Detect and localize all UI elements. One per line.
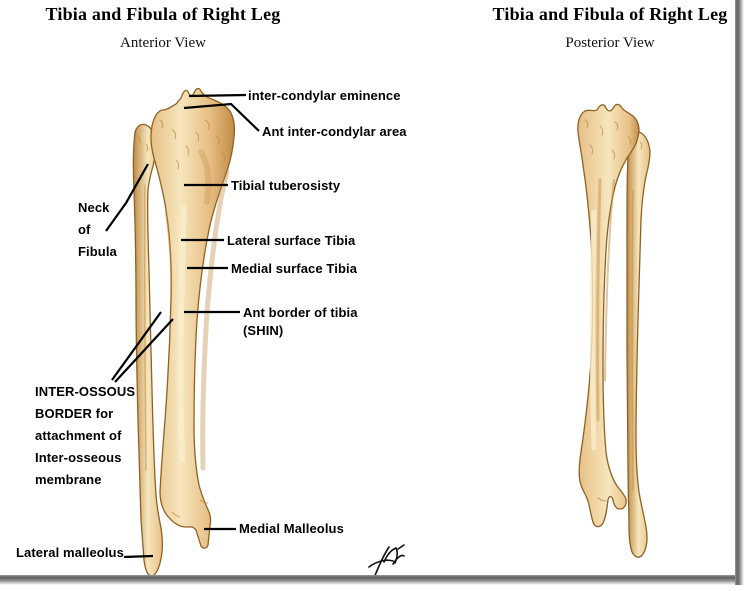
label-neck-of-fibula: Neck of Fibula [78, 197, 117, 263]
posterior-view-illustration [577, 103, 651, 558]
label-interosseous-border: INTER-OSSOUS BORDER for attachment of In… [35, 381, 135, 491]
label-lateral-malleolus: Lateral malleolus [16, 545, 124, 560]
anterior-title-block: Tibia and Fibula of Right Leg Anterior V… [18, 4, 308, 52]
leader-line-ant-area [183, 102, 260, 132]
tibia-anterior [150, 87, 236, 549]
posterior-panel-subtitle: Posterior View [565, 35, 655, 51]
label-intercondylar-eminence: inter-condylar eminence [248, 88, 401, 103]
label-ant-border-line2: (SHIN) [243, 323, 284, 338]
leader-line-neck-of-fibula [105, 163, 149, 232]
anterior-view-illustration [132, 87, 236, 577]
artist-signature-icon [368, 544, 405, 580]
label-neck-line2: of [78, 222, 91, 237]
anterior-panel-title: Tibia and Fibula of Right Leg [45, 4, 281, 24]
posterior-bone-texture [584, 119, 643, 502]
fibula-posterior [626, 131, 651, 558]
label-interosseous-line5: membrane [35, 472, 102, 487]
leader-lines [105, 93, 260, 559]
label-interosseous-line4: Inter-osseous [35, 450, 122, 465]
leader-line-eminence [188, 93, 247, 98]
label-ant-border-of-tibia: Ant border of tibia (SHIN) [243, 304, 358, 340]
leader-line-interosseous-2 [114, 318, 174, 383]
frame-shadow-right [735, 0, 744, 585]
label-interosseous-line3: attachment of [35, 428, 122, 443]
label-neck-line3: Fibula [78, 244, 117, 259]
leader-line-interosseous-1 [111, 311, 162, 381]
label-interosseous-line2: BORDER for [35, 406, 114, 421]
posterior-panel-title: Tibia and Fibula of Right Leg [492, 4, 728, 24]
label-lateral-surface-tibia: Lateral surface Tibia [227, 233, 356, 248]
fibula-anterior [132, 123, 164, 577]
label-neck-line1: Neck [78, 200, 110, 215]
label-interosseous-line1: INTER-OSSOUS [35, 384, 136, 399]
frame-shadow-bottom [0, 575, 742, 585]
label-ant-intercondylar-area: Ant inter-condylar area [262, 124, 407, 139]
leader-line-lateral-malleolus [123, 554, 154, 559]
posterior-title-block: Tibia and Fibula of Right Leg Posterior … [465, 4, 746, 52]
label-medial-surface-tibia: Medial surface Tibia [231, 261, 358, 276]
label-medial-malleolus: Medial Malleolus [239, 521, 344, 536]
label-tibial-tuberosity: Tibial tuberosisty [231, 178, 341, 193]
label-ant-border-line1: Ant border of tibia [243, 305, 358, 320]
anterior-panel-subtitle: Anterior View [120, 35, 206, 51]
